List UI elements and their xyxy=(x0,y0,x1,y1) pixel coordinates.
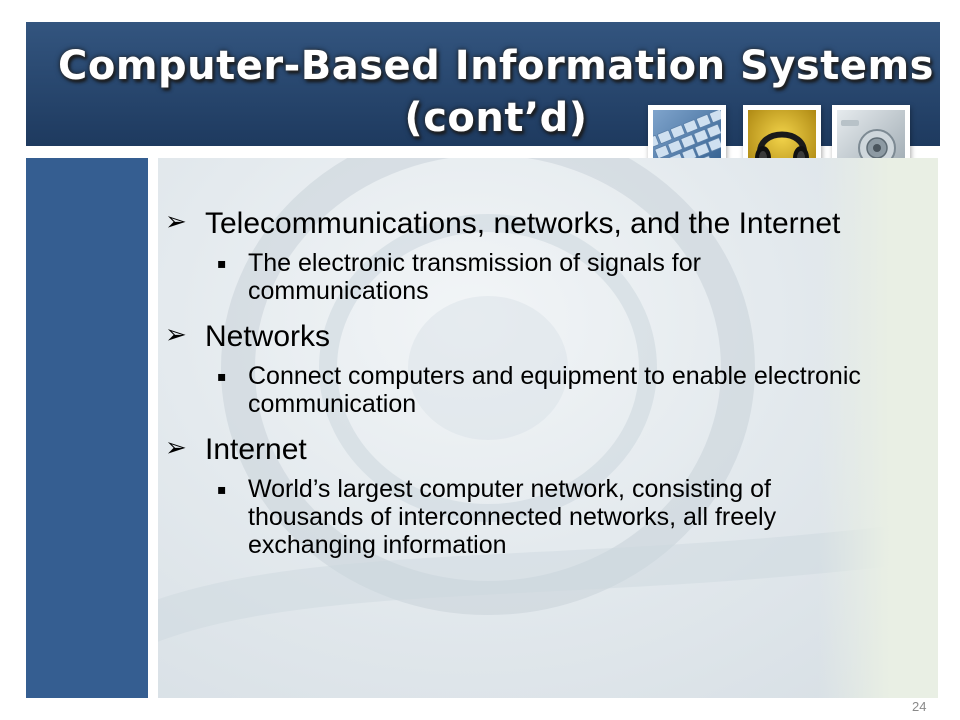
right-tint xyxy=(818,158,938,698)
arrow-bullet-icon: ➢ xyxy=(165,207,187,237)
bullet-item: ➢ Internet xyxy=(165,433,915,467)
page-number: 24 xyxy=(912,699,927,714)
square-bullet-icon: ▪ xyxy=(217,256,227,272)
arrow-bullet-icon: ➢ xyxy=(165,433,187,463)
bullet-item: ➢ Telecommunications, networks, and the … xyxy=(165,207,915,241)
sub-bullet-text: Connect computers and equipment to enabl… xyxy=(248,362,861,418)
title-line-1: Computer-Based Information Systems xyxy=(58,43,934,89)
bullet-text: Networks xyxy=(205,320,331,353)
sub-bullet-text: World’s largest computer network, consis… xyxy=(248,475,777,559)
sub-bullet-item: ▪ Connect computers and equipment to ena… xyxy=(165,362,915,418)
bullet-list: ➢ Telecommunications, networks, and the … xyxy=(165,207,915,559)
arrow-bullet-icon: ➢ xyxy=(165,320,187,350)
title-bar: Computer-Based Information Systems (cont… xyxy=(26,22,940,146)
title-line-2: (cont’d) xyxy=(404,95,588,141)
bullet-item: ➢ Networks xyxy=(165,320,915,354)
sub-bullet-text: The electronic transmission of signals f… xyxy=(248,249,701,305)
square-bullet-icon: ▪ xyxy=(217,369,227,385)
side-panel xyxy=(26,158,148,698)
square-bullet-icon: ▪ xyxy=(217,482,227,498)
bullet-text: Telecommunications, networks, and the In… xyxy=(205,207,841,240)
sub-bullet-item: ▪ The electronic transmission of signals… xyxy=(165,249,915,305)
content-panel xyxy=(158,158,938,698)
background-image xyxy=(158,158,938,642)
slide-title: Computer-Based Information Systems (cont… xyxy=(56,40,936,144)
sub-bullet-item: ▪ World’s largest computer network, cons… xyxy=(165,475,915,559)
bullet-text: Internet xyxy=(205,433,307,466)
